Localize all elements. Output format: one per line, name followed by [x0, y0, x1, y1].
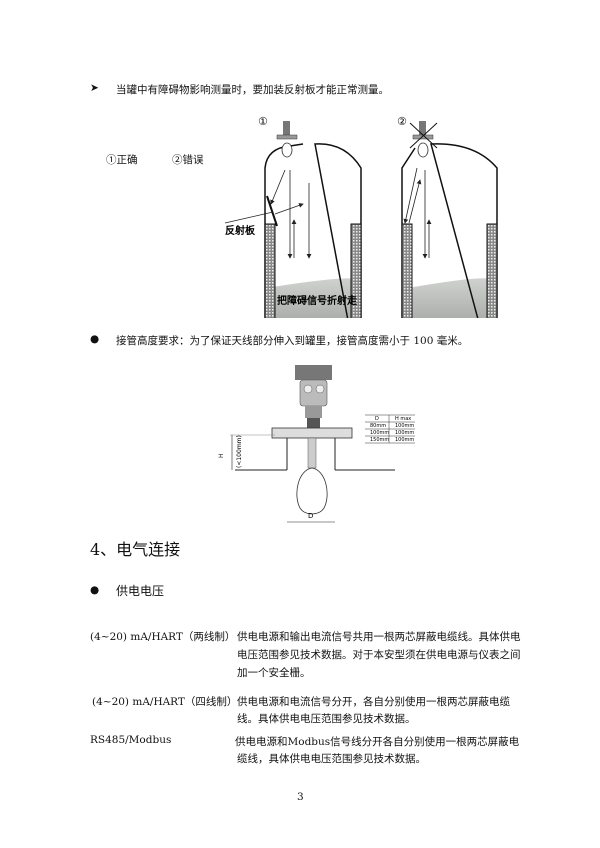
section-heading: 4、电气连接 [90, 540, 181, 559]
tank-reflector-diagram: ① 反射板 ② [224, 115, 498, 318]
tank1-marker: ① [258, 115, 268, 128]
svg-text:H max: H max [395, 416, 411, 422]
paragraph-reflector: 当罐中有障碍物影响测量时，要加装反射板才能正常测量。 [116, 84, 389, 96]
power-row-desc: 供电电源和电流信号分开，各自分别使用一根两芯屏蔽电缆 [237, 696, 510, 708]
power-row-desc: 电压范围参见技术数据。对于本安型须在供电电源与仪表之间 [237, 649, 521, 661]
svg-text:D: D [375, 416, 379, 422]
power-row-desc: 缆线，具体供电电压范围参见技术数据。 [237, 753, 426, 765]
diagram-caption: 把障碍信号折射走 [277, 294, 358, 307]
dim-d-label: D [308, 512, 313, 520]
power-row-desc: 线。具体供电电压范围参见技术数据。 [237, 713, 416, 725]
power-row-desc: 供电电源和输出电流信号共用一根两芯屏蔽电缆线。具体供电 [237, 631, 521, 643]
nozzle-height-diagram: H (<100mm) D D H max 80mm 100mm 100mm 10… [218, 365, 415, 523]
arrow-bullet-icon: ➤ [90, 82, 99, 94]
dot-bullet-icon: ● [90, 333, 100, 345]
svg-text:80mm: 80mm [370, 423, 386, 429]
svg-text:100mm: 100mm [370, 430, 389, 436]
legend-wrong: ②错误 [172, 154, 204, 166]
paragraph-nozzle-height: 接管高度要求：为了保证天线部分伸入到罐里，接管高度需小于 100 毫米。 [116, 335, 469, 347]
dim-h-note: (<100mm) [236, 435, 243, 468]
power-row-label: RS485/Modbus [90, 734, 172, 746]
power-row-desc: 供电电源和Modbus信号线分开各自分别使用一根两芯屏蔽电 [235, 736, 520, 748]
svg-text:150mm: 150mm [370, 437, 389, 443]
power-row-label: (4~20) mA/HART（两线制） [90, 631, 236, 643]
power-row-desc: 加一个安全栅。 [237, 667, 311, 679]
tank2-marker: ② [397, 115, 407, 128]
reflector-label: 反射板 [225, 224, 256, 237]
page-number: 3 [297, 791, 304, 803]
power-row-label: (4~20) mA/HART（四线制） [92, 696, 238, 708]
tank-wrong: ② [397, 115, 498, 318]
dim-h-label: H [218, 453, 225, 458]
dot-bullet-icon: ● [90, 584, 100, 596]
svg-text:100mm: 100mm [395, 430, 414, 436]
nozzle-table: D H max 80mm 100mm 100mm 100mm 150mm 100… [365, 414, 415, 444]
subsection-title: 供电电压 [116, 584, 165, 598]
svg-text:100mm: 100mm [395, 437, 414, 443]
tank-correct: ① 反射板 [224, 115, 362, 318]
svg-text:100mm: 100mm [395, 423, 414, 429]
legend-correct: ①正确 [106, 154, 138, 166]
